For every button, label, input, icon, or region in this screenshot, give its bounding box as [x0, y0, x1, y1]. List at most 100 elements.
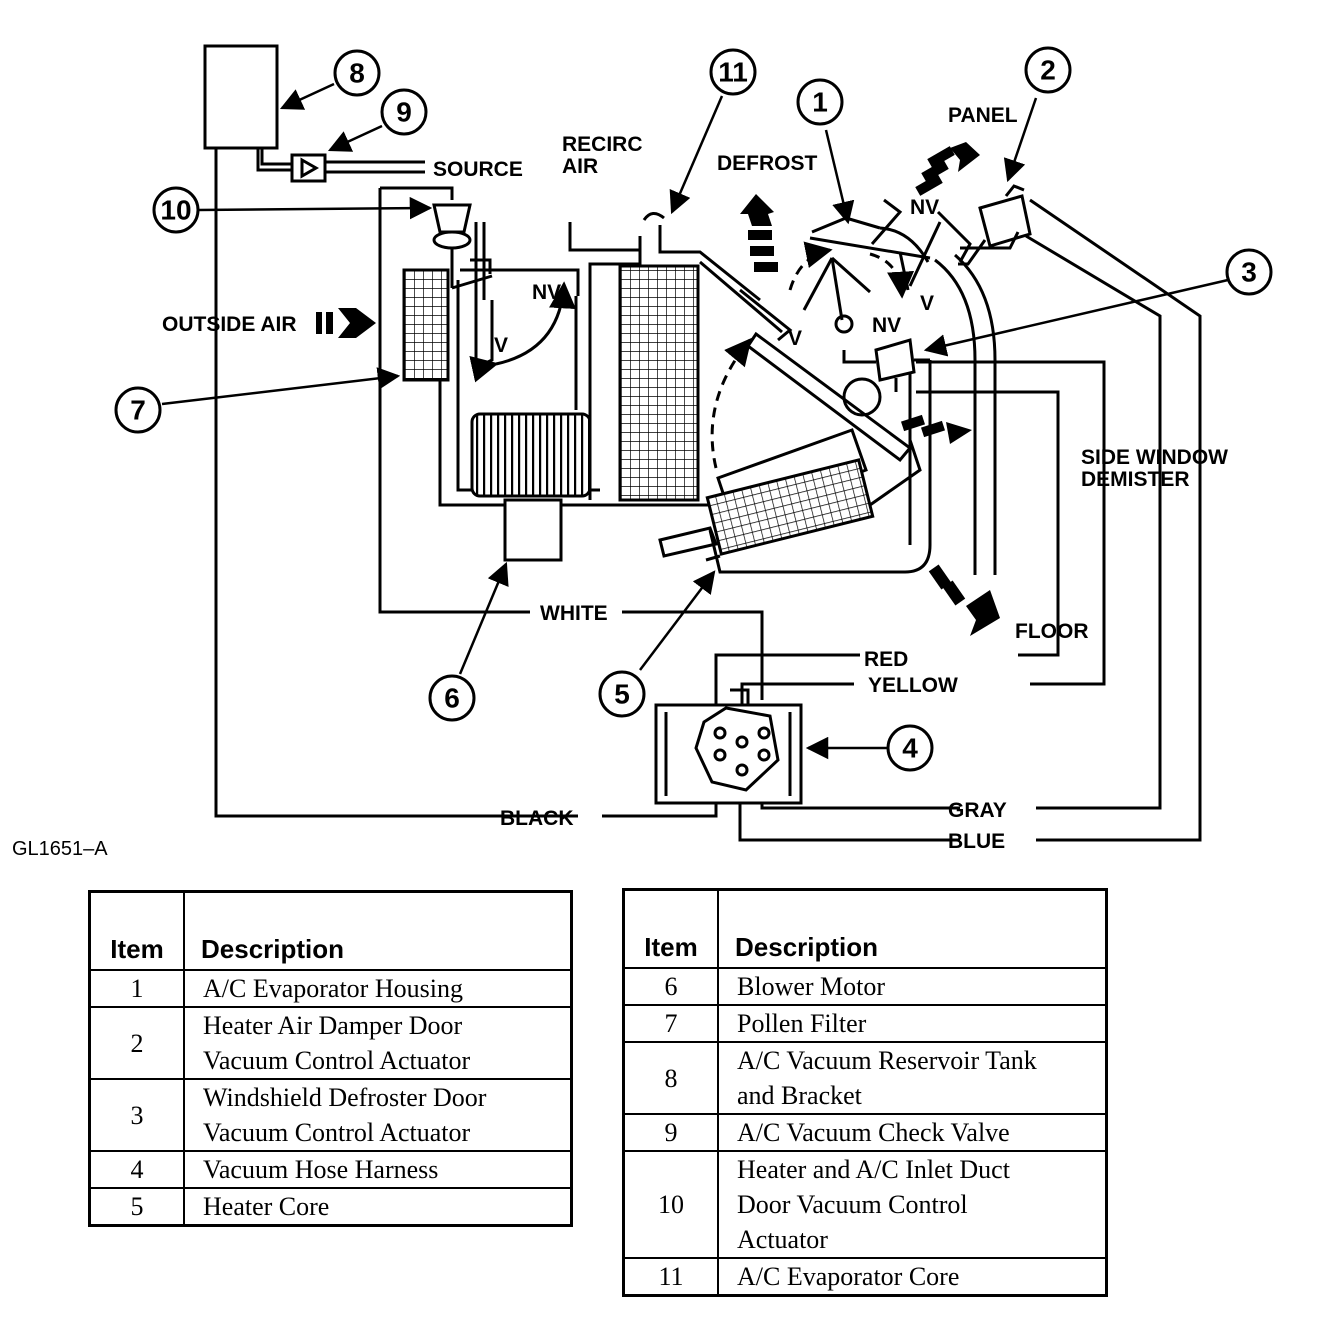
callout-4-number: 4	[902, 733, 918, 764]
pollen-filter	[402, 268, 450, 382]
hose-harness-block	[654, 703, 803, 805]
legend-row: 1 A/C Evaporator Housing	[88, 969, 573, 1008]
legend-item-number: 8	[622, 1041, 719, 1115]
description-line: Heater Air Damper Door	[203, 1011, 463, 1040]
description-line: Door Vacuum Control	[737, 1190, 968, 1219]
legend-item-number: 2	[88, 1006, 185, 1080]
legend-header-row: Item Description	[622, 888, 1108, 969]
description-line: A/C Vacuum Reservoir Tank	[737, 1046, 1037, 1075]
blower-motor	[503, 498, 563, 562]
callout-9-number: 9	[396, 97, 412, 128]
side-window-label-line2: DEMISTER	[1081, 468, 1190, 491]
inlet-nv-label: NV	[532, 281, 561, 304]
item-column-header: Item	[88, 890, 185, 971]
defrost-airflow-arrow	[740, 194, 778, 272]
description-line: Vacuum Control Actuator	[203, 1118, 471, 1147]
check-valve	[290, 153, 327, 183]
outside-air-arrow	[316, 308, 376, 338]
legend-item-number: 4	[88, 1150, 185, 1189]
blend-v-label: V	[788, 327, 802, 350]
legend-row: 6 Blower Motor	[622, 967, 1108, 1006]
callout-5	[598, 670, 646, 718]
blower-wheel	[470, 412, 592, 498]
legend-item-description: Blower Motor	[717, 967, 1108, 1006]
vacuum-reservoir-tank	[203, 44, 279, 150]
callout-2-number: 2	[1040, 55, 1056, 86]
panel-airflow-arrow	[915, 142, 980, 196]
figure-code: GL1651–A	[12, 838, 108, 860]
description-line: Heater Core	[203, 1192, 330, 1221]
description-line: A/C Evaporator Housing	[203, 974, 463, 1003]
callout-6	[428, 674, 476, 722]
legend-header-row: Item Description	[88, 890, 573, 971]
item-column-header: Item	[622, 888, 719, 969]
callout-4	[886, 724, 934, 772]
legend-item-number: 7	[622, 1004, 719, 1043]
panel-door-v-label: V	[920, 292, 934, 315]
callout-3-number: 3	[1241, 257, 1257, 288]
legend-item-description: A/C Evaporator Housing	[183, 969, 573, 1008]
callout-9	[380, 88, 428, 136]
description-line: Heater and A/C Inlet Duct	[737, 1155, 1010, 1184]
legend-item-description: Heater Core	[183, 1187, 573, 1227]
floor-airflow-arrow	[928, 564, 1000, 636]
legend-row: 4 Vacuum Hose Harness	[88, 1150, 573, 1189]
description-line: Blower Motor	[737, 972, 886, 1001]
legend-item-number: 11	[622, 1257, 719, 1297]
legend-item-number: 9	[622, 1113, 719, 1152]
callout-6-number: 6	[444, 683, 460, 714]
legend-item-description: A/C Vacuum Check Valve	[717, 1113, 1108, 1152]
legend-item-description: Pollen Filter	[717, 1004, 1108, 1043]
black-hose-label: BLACK	[500, 807, 574, 830]
description-column-header: Description	[717, 888, 1108, 969]
panel-label: PANEL	[948, 104, 1018, 127]
callout-11-number: 11	[718, 57, 748, 88]
heater-core	[705, 458, 875, 556]
legend-item-number: 6	[622, 967, 719, 1006]
legend-item-number: 10	[622, 1150, 719, 1259]
description-line: Windshield Defroster Door	[203, 1083, 487, 1112]
duct-port	[842, 377, 882, 417]
yellow-hose-label: YELLOW	[868, 674, 958, 697]
panel-door-nv-label: NV	[910, 196, 939, 219]
source-label: SOURCE	[433, 158, 523, 181]
recirc-air-label-line2: AIR	[562, 155, 598, 178]
red-hose-label: RED	[864, 648, 908, 671]
vacuum-system-diagram: 1 2 3 4 5 6 7 8 9 10 11 SOURCE RECIRC AI…	[12, 44, 1273, 860]
defrost-door-nv-label: NV	[872, 314, 901, 337]
description-line: A/C Evaporator Core	[737, 1262, 960, 1291]
callout-7-number: 7	[130, 395, 146, 426]
white-hose-label: WHITE	[540, 602, 608, 625]
legend-item-description: A/C Evaporator Core	[717, 1257, 1108, 1297]
description-line: Vacuum Control Actuator	[203, 1046, 471, 1075]
callout-5-number: 5	[614, 679, 630, 710]
description-line: A/C Vacuum Check Valve	[737, 1118, 1010, 1147]
floor-label: FLOOR	[1015, 620, 1089, 643]
callout-8	[333, 49, 381, 97]
callout-1-number: 1	[812, 87, 828, 118]
outside-air-label: OUTSIDE AIR	[162, 313, 297, 336]
evaporator-core	[618, 264, 700, 502]
callout-10-number: 10	[160, 195, 191, 226]
blue-hose-label: BLUE	[948, 830, 1005, 853]
recirc-air-label-line1: RECIRC	[562, 133, 643, 156]
legend-item-description: Vacuum Hose Harness	[183, 1150, 573, 1189]
callout-8-number: 8	[349, 58, 365, 89]
callout-10	[152, 186, 200, 234]
side-window-label-line1: SIDE WINDOW	[1081, 446, 1228, 469]
description-line: Vacuum Hose Harness	[203, 1155, 439, 1184]
legend-item-number: 1	[88, 969, 185, 1008]
callout-3	[1225, 248, 1273, 296]
legend-row: 9 A/C Vacuum Check Valve	[622, 1113, 1108, 1152]
